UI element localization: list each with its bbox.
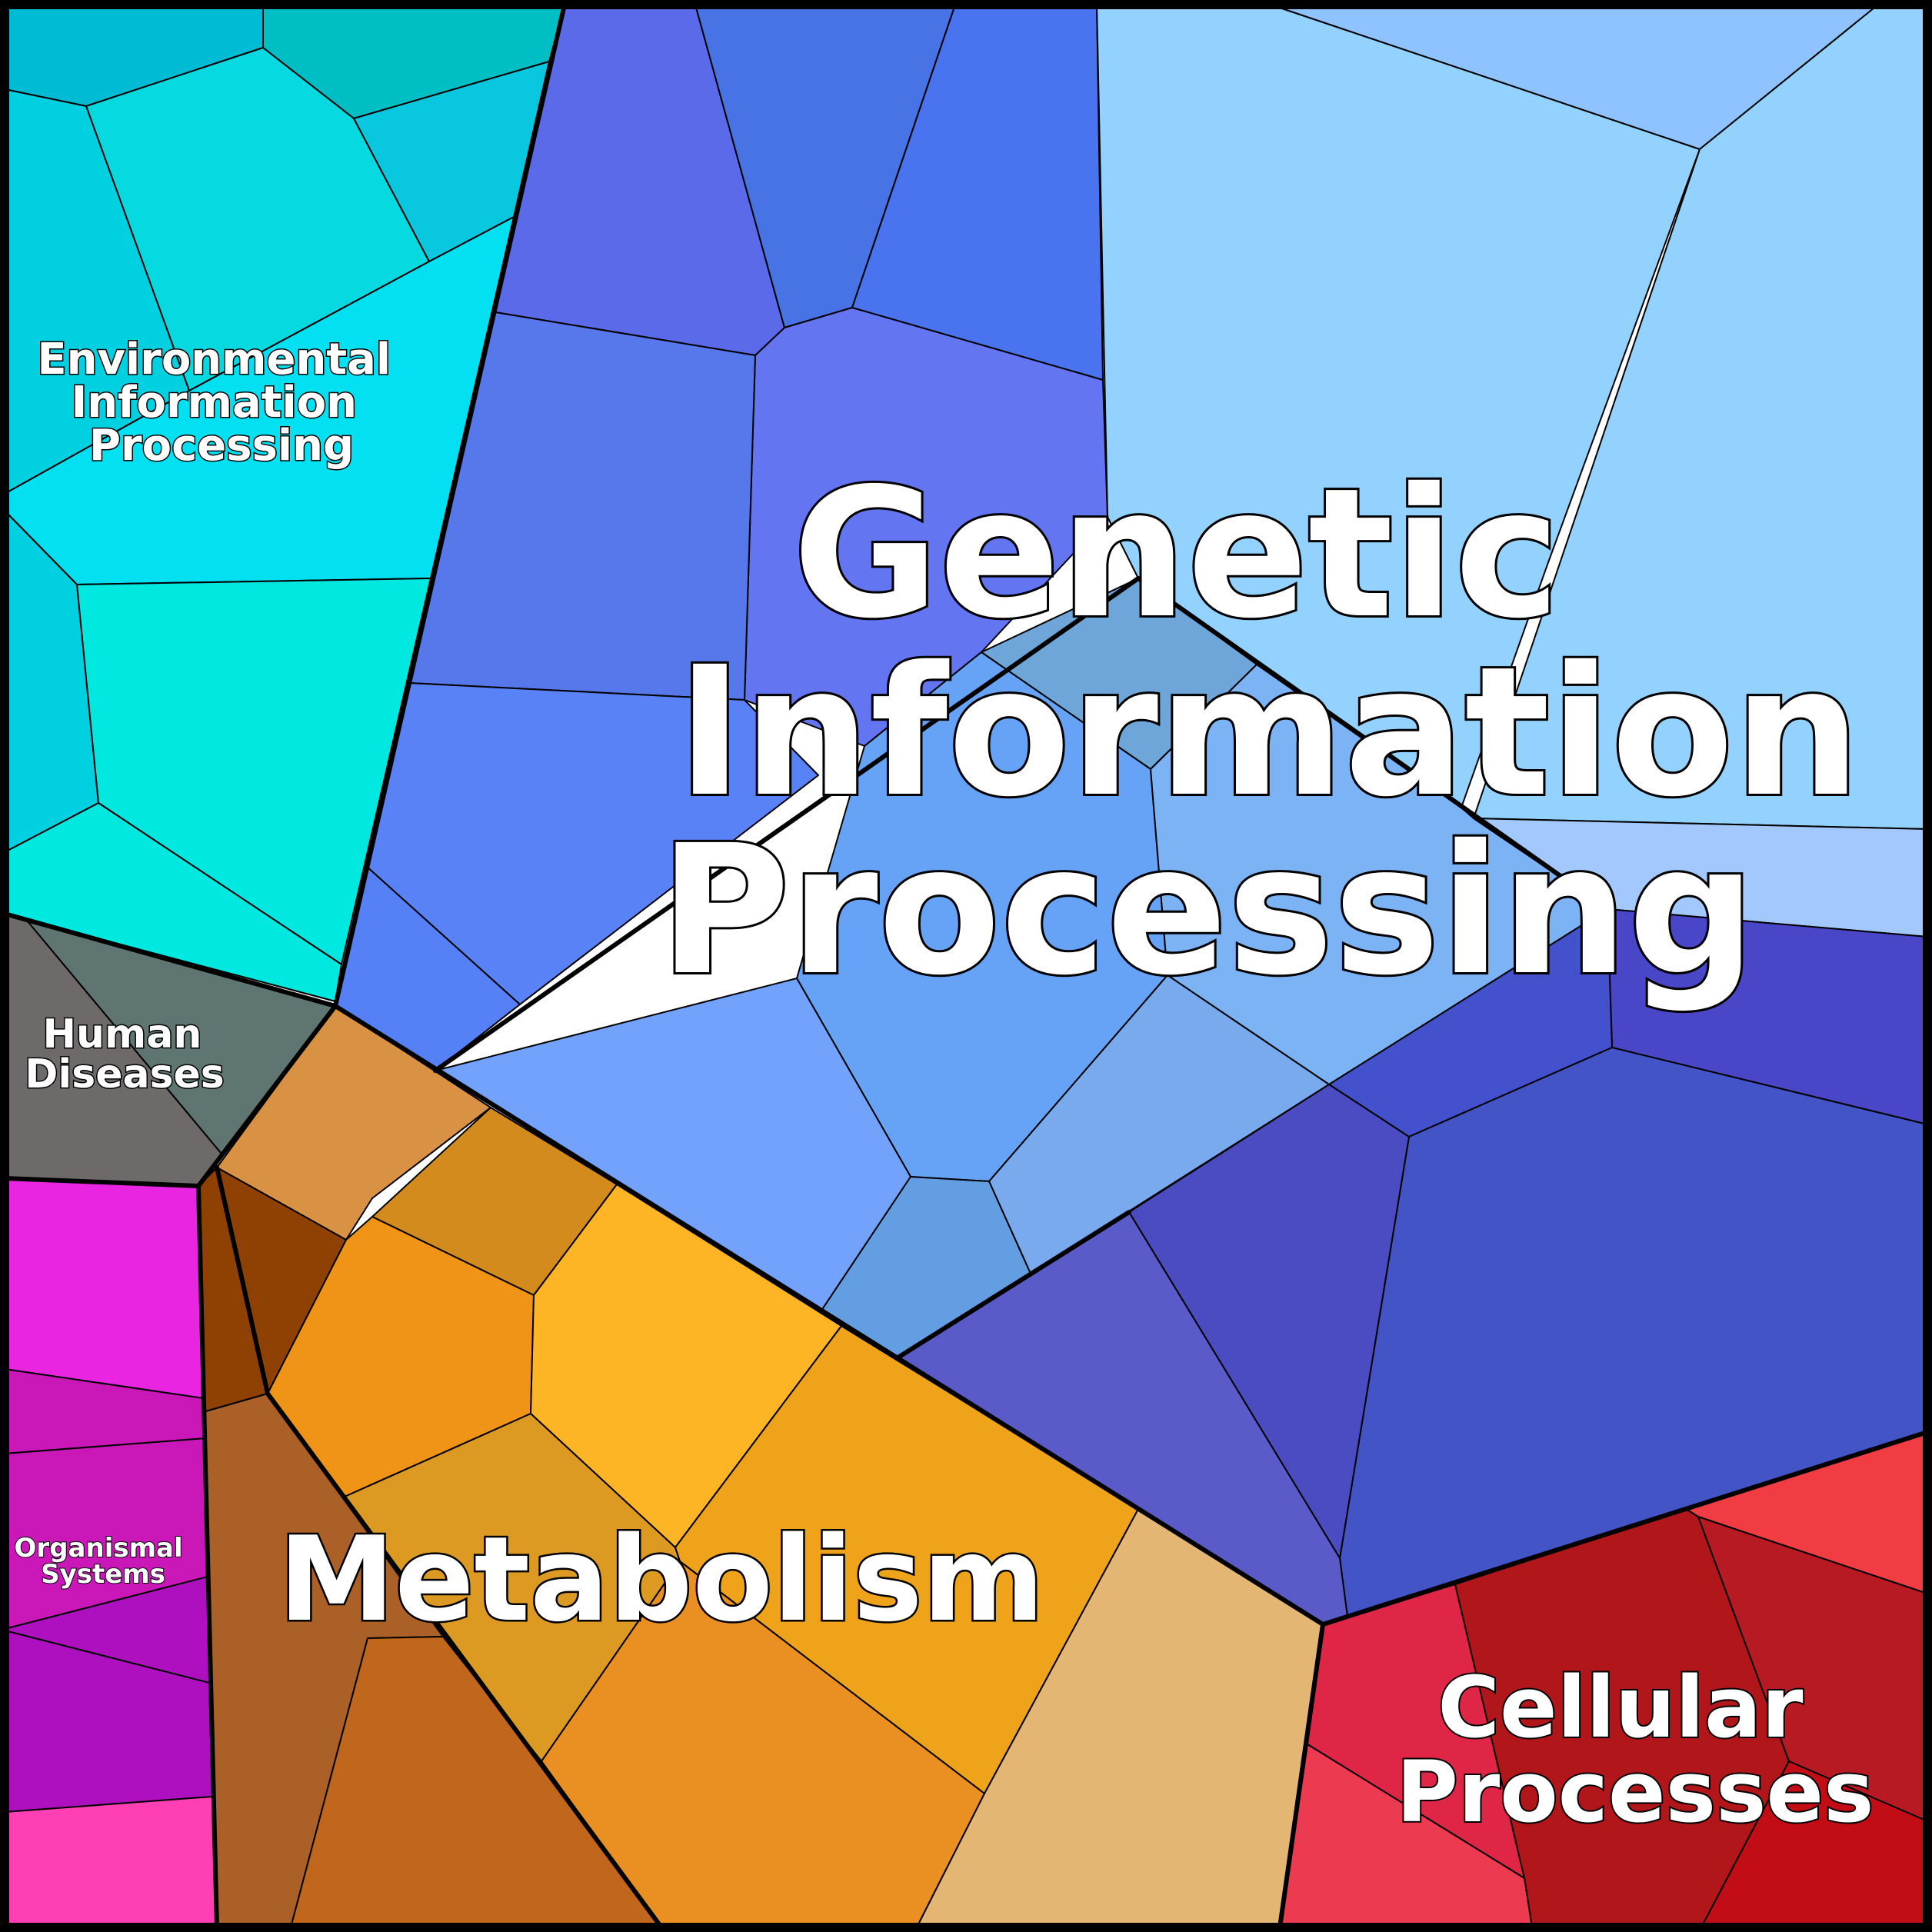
label-genetic-information-processing: Genetic Information Processing — [659, 450, 1923, 1014]
region-genetic-information-processing — [335, 4, 1928, 1625]
label-line: Human — [43, 1011, 202, 1058]
label-line: Processing — [659, 807, 1756, 1014]
label-line: Processing — [89, 421, 354, 471]
label-cellular-processes: Cellular Processes — [1396, 1658, 1874, 1841]
label-line: Systems — [41, 1559, 165, 1590]
label-environmental-information-processing: Environmental Information Processing — [37, 335, 405, 471]
region-metabolism — [198, 1005, 1324, 1928]
label-organismal-systems: Organismal Systems — [15, 1533, 192, 1590]
label-line: Environmental — [37, 335, 391, 385]
region-environmental-information-processing — [4, 4, 565, 1002]
label-line: Diseases — [25, 1051, 224, 1098]
cell — [4, 1796, 218, 1928]
label-line: Genetic — [792, 450, 1560, 658]
label-human-diseases: Human Diseases — [25, 1011, 224, 1098]
cell — [4, 1178, 204, 1399]
region-organismal-systems — [4, 1178, 218, 1928]
cell — [216, 1005, 491, 1241]
label-line: Organismal — [15, 1533, 183, 1564]
region-cellular-processes — [1279, 1431, 1928, 1928]
label-metabolism: Metabolism — [278, 1511, 1044, 1647]
label-line: Information — [71, 378, 357, 428]
label-line: Cellular — [1437, 1658, 1803, 1757]
label-line: Processes — [1396, 1743, 1874, 1841]
label-line: Information — [677, 628, 1861, 836]
